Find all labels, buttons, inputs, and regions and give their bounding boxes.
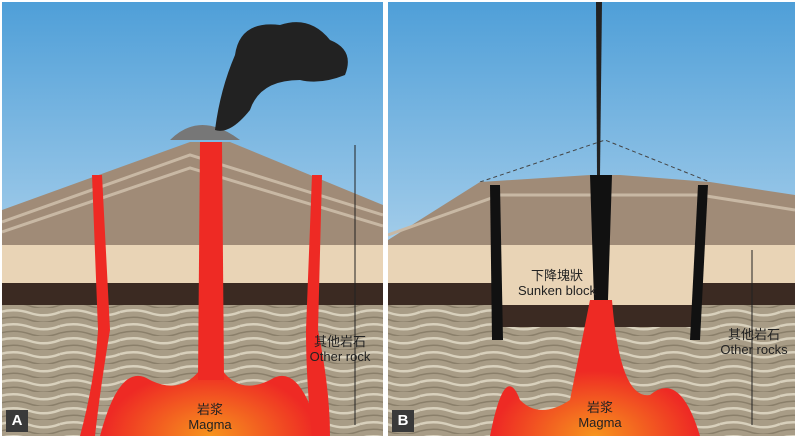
- other-rock-en: Other rocks: [720, 342, 788, 357]
- magma-zh: 岩浆: [586, 400, 613, 415]
- sunken-en: Sunken block: [517, 283, 597, 298]
- panel-b: [388, 2, 795, 436]
- panel-tag-a: A: [6, 410, 28, 432]
- panel-a: [2, 2, 383, 436]
- sunken-zh: 下降塊狀: [530, 268, 583, 283]
- magma-en: Magma: [188, 417, 232, 432]
- other-rock-zh: 其他岩石: [727, 327, 780, 342]
- panel-tag-b: B: [392, 410, 414, 432]
- other-rock-en: Other rock: [309, 349, 371, 364]
- other-rock-zh: 其他岩石: [313, 334, 366, 349]
- magma-zh: 岩浆: [196, 402, 223, 417]
- magma-en: Magma: [578, 415, 622, 430]
